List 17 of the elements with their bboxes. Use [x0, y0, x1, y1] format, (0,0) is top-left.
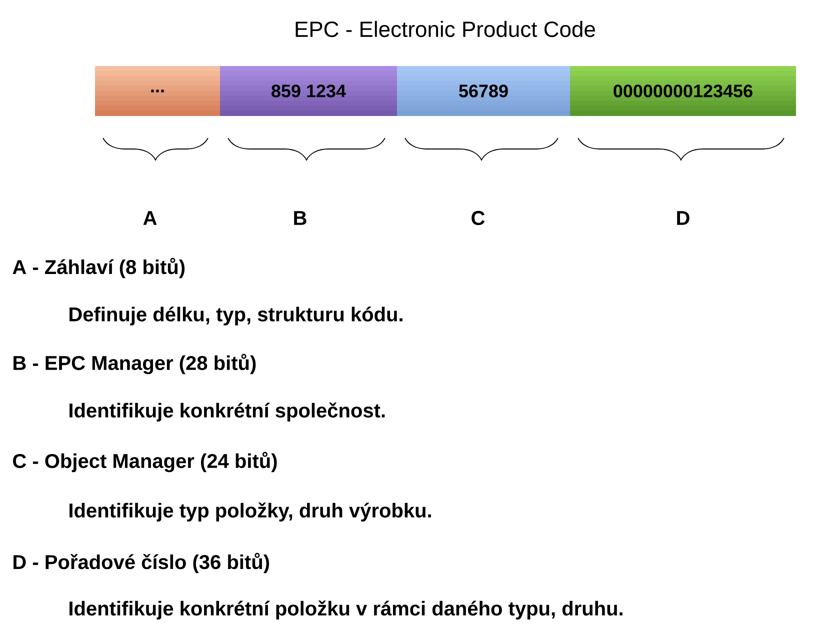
code-segment: 56789: [397, 66, 570, 116]
field-description: Definuje délku, typ, strukturu kódu.: [70, 306, 402, 326]
field-heading: D - Pořadové číslo (36 bitů): [14, 552, 270, 574]
field-description: Identifikuje konkrétní položku v rámci daného typu, druhu.: [70, 600, 622, 620]
code-segment: 859 1234: [220, 66, 397, 116]
segment-letter: C: [472, 210, 485, 226]
segment-letter: B: [294, 211, 306, 225]
title: EPC - Electronic Product Code: [296, 20, 595, 38]
segment-letter: D: [677, 211, 690, 225]
field-heading: C - Object Manager (24 bitů): [13, 452, 277, 472]
segment-letter: A: [143, 211, 157, 225]
field-description: Identifikuje typ položky, druh výrobku.: [70, 502, 431, 522]
code-segment: ...: [95, 66, 220, 116]
field-heading: B - EPC Manager (28 bitů): [14, 354, 256, 374]
field-heading: A - Záhlaví (8 bitů): [12, 258, 185, 278]
code-segment: 00000000123456: [570, 66, 796, 116]
field-description: Identifikuje konkrétní společnost.: [70, 402, 385, 422]
